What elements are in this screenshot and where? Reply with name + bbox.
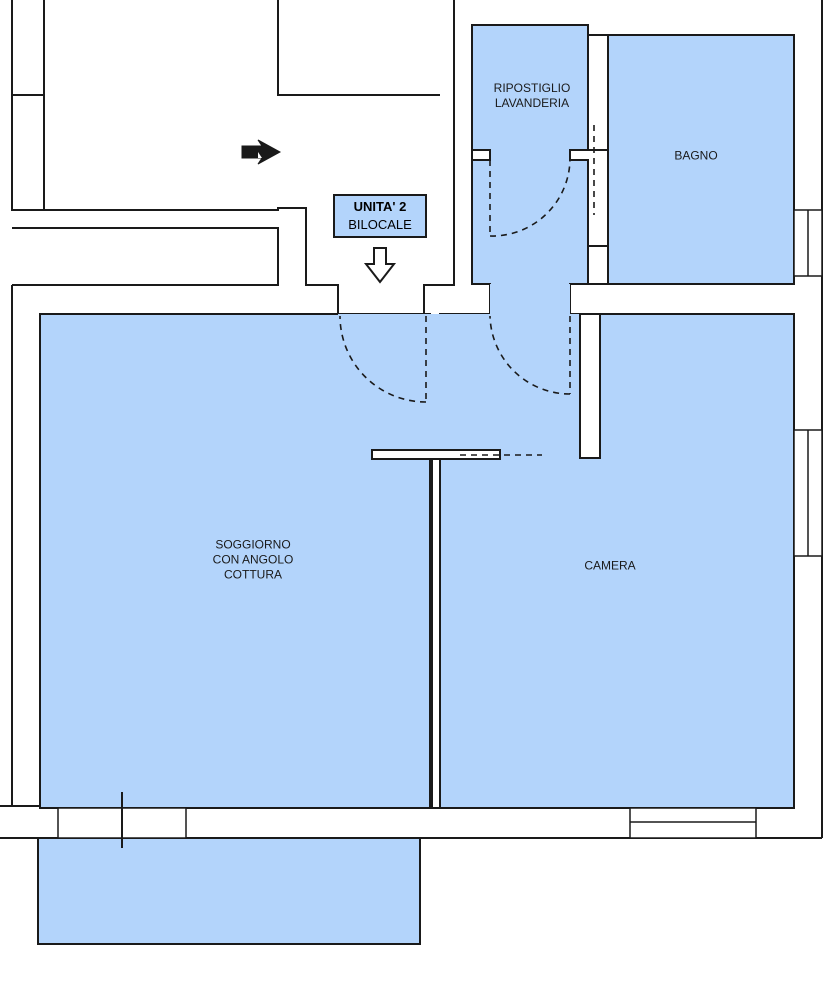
label-soggiorno: SOGGIORNO CON ANGOLO COTTURA <box>212 537 294 582</box>
interior-walls <box>371 34 609 460</box>
walls <box>0 0 823 839</box>
unit-tag: UNITA' 2 BILOCALE <box>333 194 427 238</box>
room-balcony <box>37 837 421 945</box>
corridor <box>338 284 600 809</box>
windows <box>57 209 823 848</box>
unit-subtitle: BILOCALE <box>348 217 412 232</box>
window-camera-bottom <box>629 807 757 839</box>
door-swings <box>339 125 595 456</box>
room-bagno <box>607 34 795 285</box>
label-ripostiglio: RIPOSTIGLIO LAVANDERIA <box>493 81 571 110</box>
direction-arrow-icon <box>363 247 397 284</box>
label-camera: CAMERA <box>584 558 636 573</box>
unit-title: UNITA' 2 <box>353 199 407 214</box>
room-ripostiglio <box>471 24 589 315</box>
label-bagno: BAGNO <box>674 148 718 163</box>
entrance-arrow-icon <box>241 139 282 165</box>
